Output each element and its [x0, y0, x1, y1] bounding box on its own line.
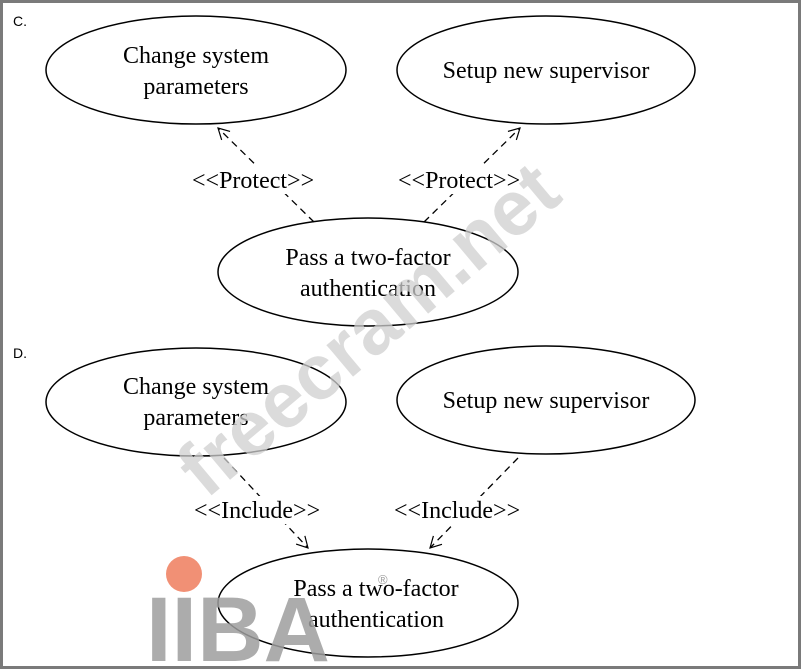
- use-case-two-factor-c: [217, 217, 519, 327]
- stereotype-include-left: <<Include>>: [194, 498, 320, 524]
- use-case-d-right-line1: Setup new supervisor: [443, 388, 650, 414]
- use-case-c-left-line1: Change system: [123, 43, 269, 69]
- option-d: D. Change system parameters Setup new su…: [13, 345, 696, 658]
- logo-text: IIBA: [146, 579, 330, 669]
- watermark-logo: IIBA ®: [146, 556, 388, 669]
- use-case-change-system-parameters-c: [45, 15, 347, 125]
- use-case-setup-new-supervisor-c: [396, 15, 696, 125]
- option-d-label: D.: [13, 345, 27, 361]
- logo-registered: ®: [378, 572, 388, 587]
- use-case-c-bottom-line1: Pass a two-factor: [285, 245, 450, 271]
- use-case-c-left-line2: parameters: [143, 74, 248, 100]
- use-case-c-right-line1: Setup new supervisor: [443, 58, 650, 84]
- use-case-d-bottom-line1: Pass a two-factor: [293, 576, 458, 602]
- logo-dot: [166, 556, 202, 592]
- use-case-c-bottom-line2: authentication: [300, 276, 436, 302]
- stereotype-protect-right: <<Protect>>: [398, 168, 520, 194]
- use-case-d-bottom-line2: authentication: [308, 607, 444, 633]
- use-case-setup-new-supervisor-d: [396, 345, 696, 455]
- stereotype-include-right: <<Include>>: [394, 498, 520, 524]
- watermark-text: freecram.net: [160, 145, 575, 513]
- use-case-d-left-line1: Change system: [123, 374, 269, 400]
- option-c: C. Change system parameters Setup new su…: [13, 13, 696, 327]
- use-case-two-factor-d: [217, 548, 519, 658]
- stereotype-protect-left: <<Protect>>: [192, 168, 314, 194]
- dependency-arrow-c-right: [423, 127, 521, 223]
- dependency-arrow-c-left: [217, 127, 315, 223]
- option-c-label: C.: [13, 13, 27, 29]
- use-case-d-left-line2: parameters: [143, 405, 248, 431]
- use-case-change-system-parameters-d: [45, 347, 347, 457]
